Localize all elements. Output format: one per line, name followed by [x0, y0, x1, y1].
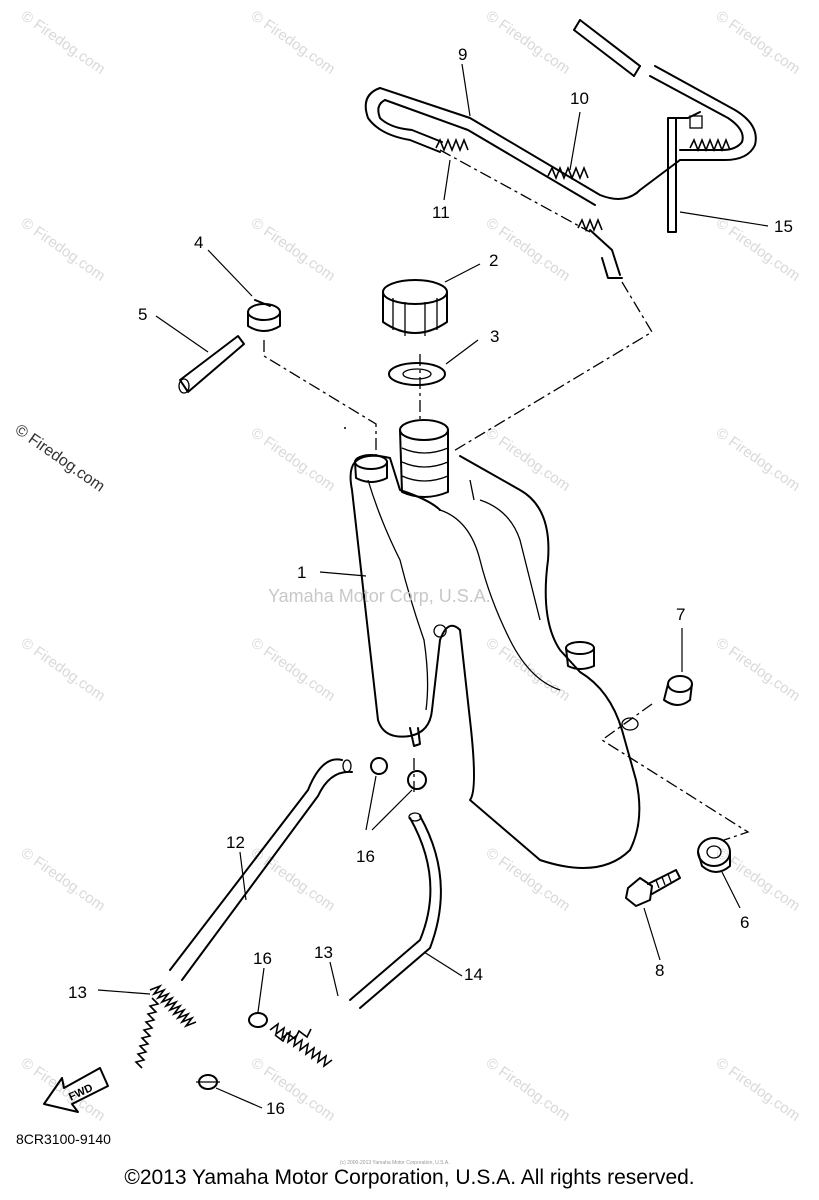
gasket	[388, 362, 446, 386]
watermark: © Firedog.com	[713, 1054, 804, 1124]
callout-label: 12	[226, 833, 245, 852]
callout-label: 16	[253, 949, 272, 968]
callout-labels: 1 2 3 4 5 6 7 8 9 10 11 12 13 13 14 15 1…	[68, 45, 793, 1118]
callout-label: 3	[490, 327, 499, 346]
callout-label: 13	[68, 983, 87, 1002]
watermark: © Firedog.com	[483, 1054, 574, 1124]
watermark: © Firedog.com	[483, 7, 574, 77]
callout-label: 16	[266, 1099, 285, 1118]
bracket	[667, 111, 703, 233]
callout-label: 7	[676, 605, 685, 624]
watermark: © Firedog.com	[248, 424, 339, 494]
watermark: © Firedog.com	[18, 634, 109, 704]
center-watermark: Yamaha Motor Corp, U.S.A.	[268, 586, 491, 606]
radiator-cap	[382, 279, 448, 336]
watermark: © Firedog.com	[713, 7, 804, 77]
watermark: © Firedog.com	[18, 7, 109, 77]
watermark: © Firedog.com	[713, 634, 804, 704]
diagram-code: 8CR3100-9140	[16, 1131, 111, 1147]
watermark: © Firedog.com	[483, 844, 574, 914]
watermark: © Firedog.com	[483, 634, 574, 704]
reservoir-tank	[349, 419, 641, 869]
callout-label: 2	[489, 251, 498, 270]
watermark: © Firedog.com	[248, 844, 339, 914]
watermark: © Firedog.com	[18, 844, 109, 914]
short-hose	[178, 335, 245, 394]
callout-label: 9	[458, 45, 467, 64]
callout-label: 1	[297, 563, 306, 582]
callout-label: 14	[464, 965, 483, 984]
grommet	[663, 675, 693, 706]
watermark-layer: © Firedog.com © Firedog.com © Firedog.co…	[18, 7, 804, 1124]
callout-label: 6	[740, 913, 749, 932]
callout-label: 4	[194, 233, 203, 252]
watermark: © Firedog.com	[713, 424, 804, 494]
callout-label: 8	[655, 961, 664, 980]
small-cap	[247, 299, 281, 332]
leader-lines	[97, 63, 769, 1109]
callout-label: 13	[314, 943, 333, 962]
collar	[697, 837, 731, 873]
breather-hose	[364, 19, 757, 279]
small-copyright: (c) 2000-2013 Yamaha Motor Corporation, …	[340, 1160, 450, 1166]
copyright-notice: ©2013 Yamaha Motor Corporation, U.S.A. A…	[124, 1166, 695, 1189]
overflow-hoses	[134, 427, 442, 1069]
callout-label: 16	[356, 847, 375, 866]
watermark: © Firedog.com	[248, 634, 339, 704]
watermark: © Firedog.com	[483, 424, 574, 494]
assembly-lines	[263, 281, 750, 841]
callout-label: 11	[432, 203, 450, 222]
callout-label: 5	[138, 305, 147, 324]
callout-label: 10	[570, 89, 589, 108]
watermark-left: © Firedog.com	[12, 421, 108, 495]
hose-clamps	[196, 757, 427, 1090]
watermark: © Firedog.com	[18, 1054, 109, 1124]
callout-label: 15	[774, 217, 793, 236]
watermark: © Firedog.com	[248, 214, 339, 284]
watermark: © Firedog.com	[18, 214, 109, 284]
bolt	[625, 869, 681, 907]
watermark: © Firedog.com	[483, 214, 574, 284]
watermark: © Firedog.com	[248, 7, 339, 77]
